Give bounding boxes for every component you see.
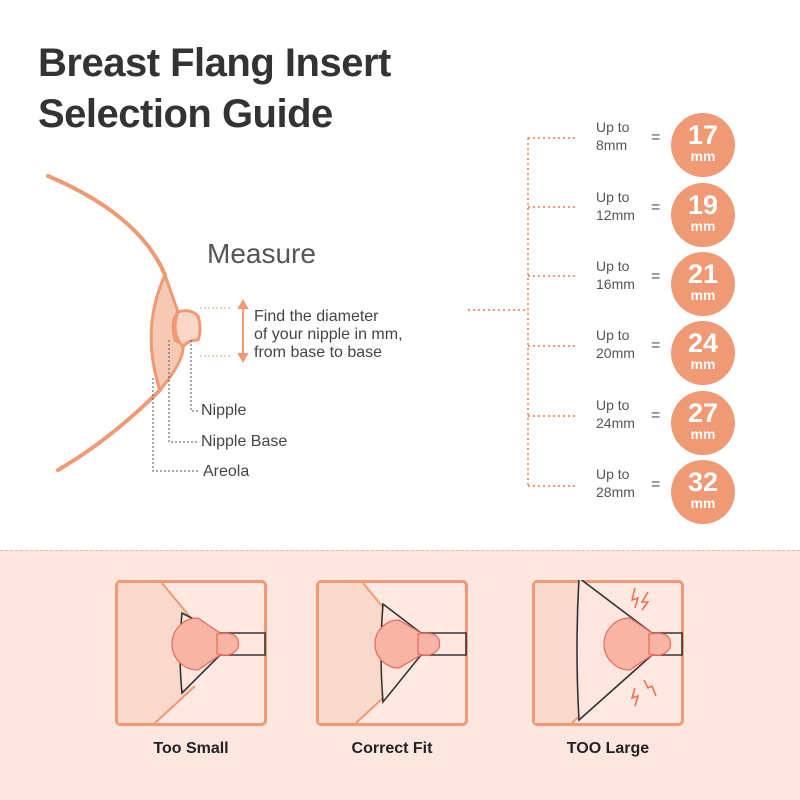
size-number: 32	[687, 467, 719, 497]
size-badge: 17 mm	[671, 113, 735, 177]
nipple-shape	[173, 309, 202, 350]
size-number: 21	[687, 259, 719, 289]
size-range: Up to 20mm	[596, 326, 635, 362]
size-range-value: 24mm	[596, 415, 635, 431]
label-leaders	[152, 340, 200, 472]
title-line-2: Selection Guide	[38, 92, 333, 136]
nipple-shape	[648, 632, 672, 656]
size-number: 24	[687, 328, 719, 358]
instruction-line: Find the diameter	[254, 308, 379, 325]
fit-label-too-large: TOO Large	[566, 740, 650, 757]
size-range: Up to 12mm	[596, 188, 635, 224]
title-line-1: Breast Flang Insert	[38, 41, 391, 85]
size-unit: mm	[690, 356, 716, 372]
equals-sign: =	[651, 337, 661, 354]
equals-sign: =	[651, 268, 661, 285]
label-areola: Areola	[203, 463, 250, 480]
size-number: 27	[687, 398, 719, 428]
fit-illustration	[316, 580, 468, 726]
size-unit: mm	[690, 287, 716, 303]
page-title: Breast Flang Insert Selection Guide	[38, 38, 391, 140]
measure-guides	[200, 307, 232, 357]
fit-panel-correct-fit	[316, 580, 468, 726]
measure-instruction: Find the diameter of your nipple in mm, …	[254, 308, 403, 362]
fit-illustration	[115, 580, 267, 726]
size-range-value: 20mm	[596, 345, 635, 361]
size-number: 17	[687, 120, 719, 150]
size-range-value: 28mm	[596, 484, 635, 500]
size-badge: 32 mm	[671, 460, 735, 524]
size-range-value: 8mm	[596, 137, 628, 153]
fit-label-too-small: Too Small	[153, 740, 229, 757]
fit-panel-too-large	[532, 580, 684, 726]
fit-panel-too-small	[115, 580, 267, 726]
pain-icon	[630, 587, 657, 707]
size-badge: 19 mm	[671, 183, 735, 247]
size-range-prefix: Up to	[596, 397, 630, 413]
fit-illustration	[532, 580, 684, 726]
breast-diagram	[46, 137, 578, 487]
size-range-value: 16mm	[596, 276, 635, 292]
label-nipple-base: Nipple Base	[201, 433, 288, 450]
size-range: Up to 16mm	[596, 257, 635, 293]
size-unit: mm	[690, 495, 716, 511]
size-badge: 21 mm	[671, 252, 735, 316]
nipple-shape	[417, 632, 441, 656]
equals-sign: =	[651, 129, 661, 146]
measure-heading: Measure	[207, 238, 316, 269]
size-unit: mm	[690, 218, 716, 234]
size-badge: 24 mm	[671, 321, 735, 385]
size-unit: mm	[690, 148, 716, 164]
nipple-shape	[216, 632, 240, 656]
size-range-prefix: Up to	[596, 466, 630, 482]
size-range: Up to 28mm	[596, 465, 635, 501]
fit-label-correct-fit: Correct Fit	[351, 740, 433, 757]
instruction-line: from base to base	[254, 344, 383, 361]
equals-sign: =	[651, 407, 661, 424]
equals-sign: =	[651, 199, 661, 216]
size-range-prefix: Up to	[596, 327, 630, 343]
breast-outline	[46, 174, 168, 472]
size-range-prefix: Up to	[596, 258, 630, 274]
size-range: Up to 24mm	[596, 396, 635, 432]
size-unit: mm	[690, 426, 716, 442]
label-nipple: Nipple	[201, 402, 247, 419]
equals-sign: =	[651, 476, 661, 493]
instruction-line: of your nipple in mm,	[254, 326, 403, 343]
size-number: 19	[687, 190, 719, 220]
measure-arrow-icon	[237, 298, 249, 364]
size-range-prefix: Up to	[596, 189, 630, 205]
size-badge: 27 mm	[671, 391, 735, 455]
size-range: Up to 8mm	[596, 118, 629, 154]
size-range-value: 12mm	[596, 207, 635, 223]
size-range-prefix: Up to	[596, 119, 630, 135]
size-bracket	[468, 137, 578, 487]
